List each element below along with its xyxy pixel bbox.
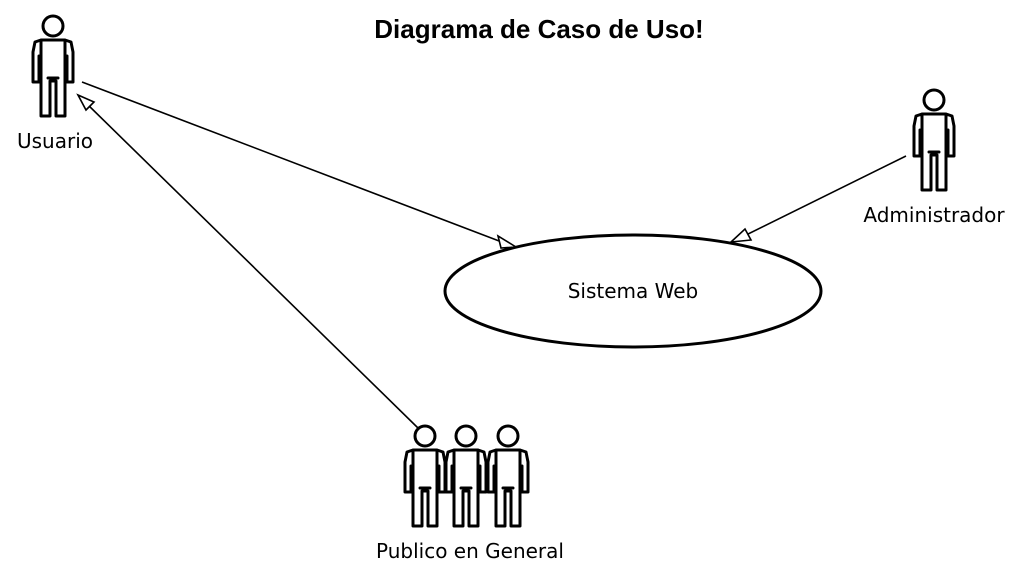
stick-figure-actor-icon xyxy=(31,14,75,118)
generalization-publico-usuario xyxy=(76,93,419,429)
actor-usuario[interactable]: Usuario xyxy=(17,14,93,153)
actor-publico-label: Publico en General xyxy=(376,539,564,563)
use-case-sistema-web[interactable]: Sistema Web xyxy=(443,233,823,349)
association-usuario-sistema xyxy=(81,81,519,249)
actor-administrador[interactable]: Administrador xyxy=(863,88,1005,227)
association-administrador-sistema xyxy=(728,155,907,244)
group-actors-icon xyxy=(403,424,530,528)
actor-administrador-label: Administrador xyxy=(863,203,1005,227)
diagram-title: Diagrama de Caso de Uso! xyxy=(374,14,703,44)
use-case-ellipse xyxy=(443,233,823,349)
actor-publico-en-general[interactable]: Publico en General xyxy=(376,424,564,563)
use-case-label: Sistema Web xyxy=(568,279,699,303)
stick-figure-actor-icon xyxy=(912,88,956,192)
actor-usuario-label: Usuario xyxy=(17,129,93,153)
